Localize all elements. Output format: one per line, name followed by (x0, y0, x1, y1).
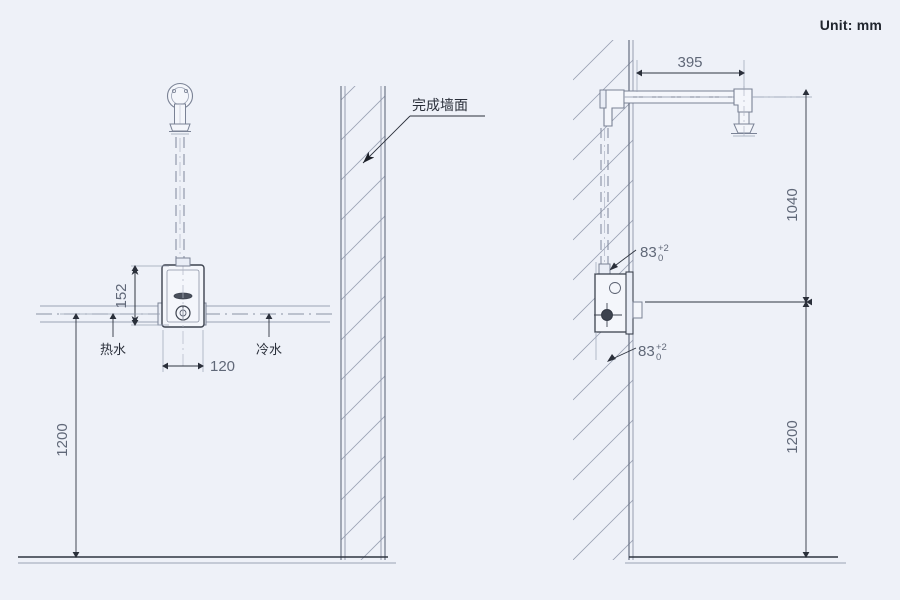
vertical-riser-pipe-right (600, 128, 609, 268)
floor-line-left (18, 556, 396, 564)
leader-finished-wall: 完成墙面 (362, 98, 485, 164)
dimension-1200-right: 1200 (784, 301, 810, 558)
dimension-1200-left: 1200 (54, 313, 160, 558)
vertical-riser-pipe-left (175, 137, 185, 262)
dimension-83-upper: 83 +2 0 (595, 243, 669, 274)
label-cold-water: 冷水 (256, 313, 282, 358)
mixer-valve-body-side (594, 263, 643, 335)
ceiling-showerhead-front (166, 82, 194, 135)
mixer-valve-body-front (161, 257, 205, 366)
dimension-120: 120 (162, 330, 235, 375)
dimension-value-83-lower: 83 (638, 343, 655, 360)
unit-note: Unit: mm (819, 17, 882, 33)
wall-hatch-left (341, 86, 385, 560)
leader-finished-wall-text: 完成墙面 (412, 98, 468, 114)
dimension-395: 395 (636, 54, 745, 92)
dimension-tol-lower-minus: 0 (656, 352, 661, 363)
dimension-value-83-upper: 83 (640, 244, 657, 261)
dimension-tol-upper-plus: +2 (658, 243, 669, 254)
wall-section-left (340, 86, 386, 560)
dimension-value-395: 395 (677, 54, 702, 71)
dimension-83-lower: 83 +2 0 (595, 332, 667, 363)
dimension-value-152: 152 (113, 283, 130, 308)
right-view: 395 1040 1200 (573, 40, 846, 564)
label-hot-water: 热水 (100, 313, 126, 358)
dimension-value-1200-right: 1200 (784, 420, 801, 453)
dimension-value-1040: 1040 (784, 188, 801, 221)
dimension-value-120: 120 (210, 358, 235, 375)
dimension-1040: 1040 (645, 89, 812, 306)
dimension-value-1200-left: 1200 (54, 423, 71, 456)
left-view: 152 120 1200 (18, 82, 485, 564)
dimension-tol-lower-plus: +2 (656, 342, 667, 353)
dimension-tol-upper-minus: 0 (658, 253, 663, 264)
label-hot-water-text: 热水 (100, 343, 126, 358)
label-cold-water-text: 冷水 (256, 343, 282, 358)
shower-arm-assembly-side (599, 86, 800, 140)
dimension-152: 152 (113, 265, 169, 326)
floor-line-right (625, 556, 846, 564)
